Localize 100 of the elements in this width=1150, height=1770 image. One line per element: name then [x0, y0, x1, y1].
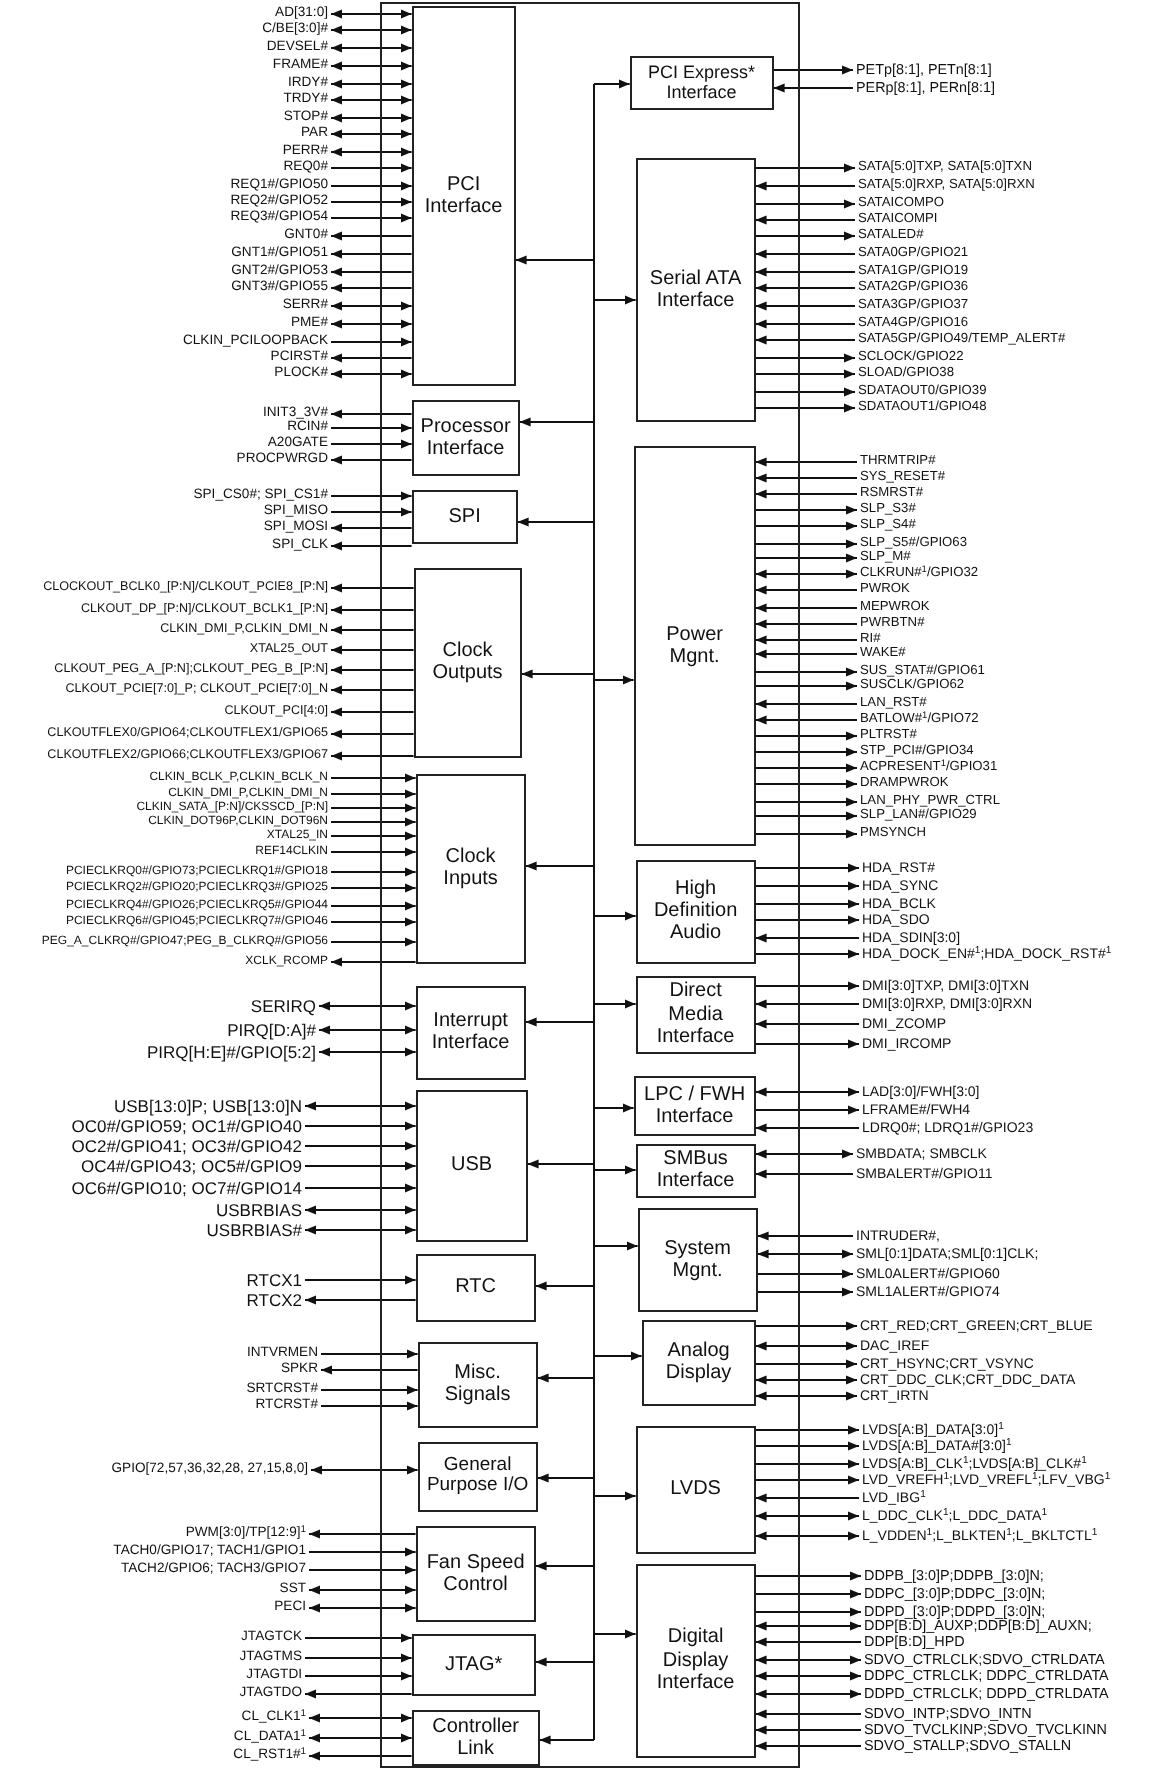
function-block: LPC / FWH Interface [633, 1075, 756, 1136]
function-block: Fan Speed Control [415, 1525, 536, 1622]
signal-arrow [308, 1565, 417, 1575]
function-block: JTAG* [411, 1633, 536, 1696]
signal-arrow [304, 1295, 417, 1305]
function-block: SMBus Interface [635, 1143, 756, 1198]
signal-arrow [754, 779, 858, 789]
signal-arrow [754, 403, 856, 413]
bus-arrow [520, 669, 595, 679]
signal-arrow [330, 25, 413, 35]
bus-arrow [524, 1017, 595, 1027]
signal-arrow [754, 1621, 862, 1631]
signal-arrow [754, 585, 858, 595]
bus-arrow [538, 1735, 595, 1745]
signal-name: RTCX2 [246, 1291, 302, 1309]
signal-arrow [754, 915, 860, 925]
signal-arrow [754, 1441, 860, 1451]
bus-arrow [514, 255, 595, 265]
bus-arrow [593, 1629, 637, 1639]
signal-arrow [754, 635, 858, 645]
signal-arrow [756, 1269, 854, 1279]
signal-arrow [754, 797, 858, 807]
signal-arrow [754, 301, 856, 311]
function-block: Power Mgnt. [633, 445, 756, 846]
signal-arrow [330, 789, 417, 799]
signal-arrow [754, 1149, 854, 1159]
signal-arrow [754, 899, 860, 909]
signal-arrow [754, 387, 856, 397]
signal-arrow [330, 283, 413, 293]
signal-name: OC0#/GPIO59; OC1#/GPIO40 [71, 1117, 302, 1135]
bus-arrow [593, 675, 635, 685]
signal-arrow [330, 751, 415, 761]
signal-arrow [330, 301, 413, 311]
signal-arrow [330, 197, 413, 207]
signal-arrow [330, 439, 413, 449]
signal-arrow [754, 353, 856, 363]
bus-arrow [534, 1657, 595, 1667]
signal-arrow [330, 147, 413, 157]
signal-arrow [304, 1633, 413, 1643]
signal-name: RTCX1 [246, 1271, 302, 1289]
function-block: SPI [411, 489, 518, 544]
signal-arrow [308, 1603, 417, 1613]
bus-arrow [593, 1491, 637, 1501]
signal-arrow [754, 699, 858, 709]
signal-arrow [330, 507, 413, 517]
signal-arrow [754, 335, 856, 345]
bus-arrow [593, 1241, 639, 1251]
signal-arrow [754, 747, 858, 757]
signal-arrow [754, 1087, 860, 1097]
signal-arrow [754, 1589, 862, 1599]
signal-arrow [330, 129, 413, 139]
function-block: Clock Outputs [413, 567, 522, 758]
function-block: Processor Interface [411, 399, 520, 476]
signal-arrow [754, 1689, 862, 1699]
signal-arrow [754, 731, 858, 741]
signal-arrow [304, 1225, 417, 1235]
signal-arrow [754, 1019, 860, 1029]
signal-arrow [754, 603, 858, 613]
signal-arrow [330, 9, 413, 19]
signal-arrow [754, 267, 856, 277]
signal-arrow [318, 1025, 417, 1035]
signal-arrow [754, 1511, 860, 1521]
signal-arrow [754, 1321, 858, 1331]
signal-arrow [754, 1391, 858, 1401]
signal-arrow [330, 95, 413, 105]
bus-arrow [536, 1373, 595, 1383]
signal-arrow [754, 1571, 862, 1581]
signal-arrow [330, 937, 417, 947]
signal-arrow [330, 707, 415, 717]
signal-arrow [754, 489, 858, 499]
bus-arrow [518, 417, 595, 427]
bus-arrow [593, 1165, 637, 1175]
bus-arrow [516, 517, 595, 527]
signal-arrow [330, 249, 413, 259]
bus-arrow [593, 79, 631, 89]
bus-arrow [593, 911, 637, 921]
signal-arrow [754, 1671, 862, 1681]
signal-arrow [330, 523, 413, 533]
signal-arrow [320, 1365, 419, 1375]
signal-arrow [320, 1349, 419, 1359]
signal-arrow [330, 113, 413, 123]
signal-arrow [754, 163, 856, 173]
function-block: PCI Express* Interface [629, 55, 774, 110]
function-block: USB [415, 1089, 528, 1242]
signal-arrow [754, 553, 858, 563]
signal-arrow [754, 1123, 860, 1133]
signal-arrow [304, 1183, 417, 1193]
signal-arrow [330, 541, 413, 551]
signal-arrow [310, 1465, 419, 1475]
signal-arrow [754, 1493, 860, 1503]
signal-arrow [330, 883, 417, 893]
signal-name: USB[13:0]P; USB[13:0]N [113, 1097, 302, 1115]
function-block: Analog Display [641, 1319, 756, 1406]
bus-arrow [593, 1351, 643, 1361]
signal-arrow [330, 213, 413, 223]
signal-arrow [754, 249, 856, 259]
signal-arrow [754, 505, 858, 515]
function-block: High Definition Audio [635, 859, 756, 964]
signal-name: OC4#/GPIO43; OC5#/GPIO9 [80, 1157, 302, 1175]
function-block: System Mgnt. [637, 1207, 758, 1312]
